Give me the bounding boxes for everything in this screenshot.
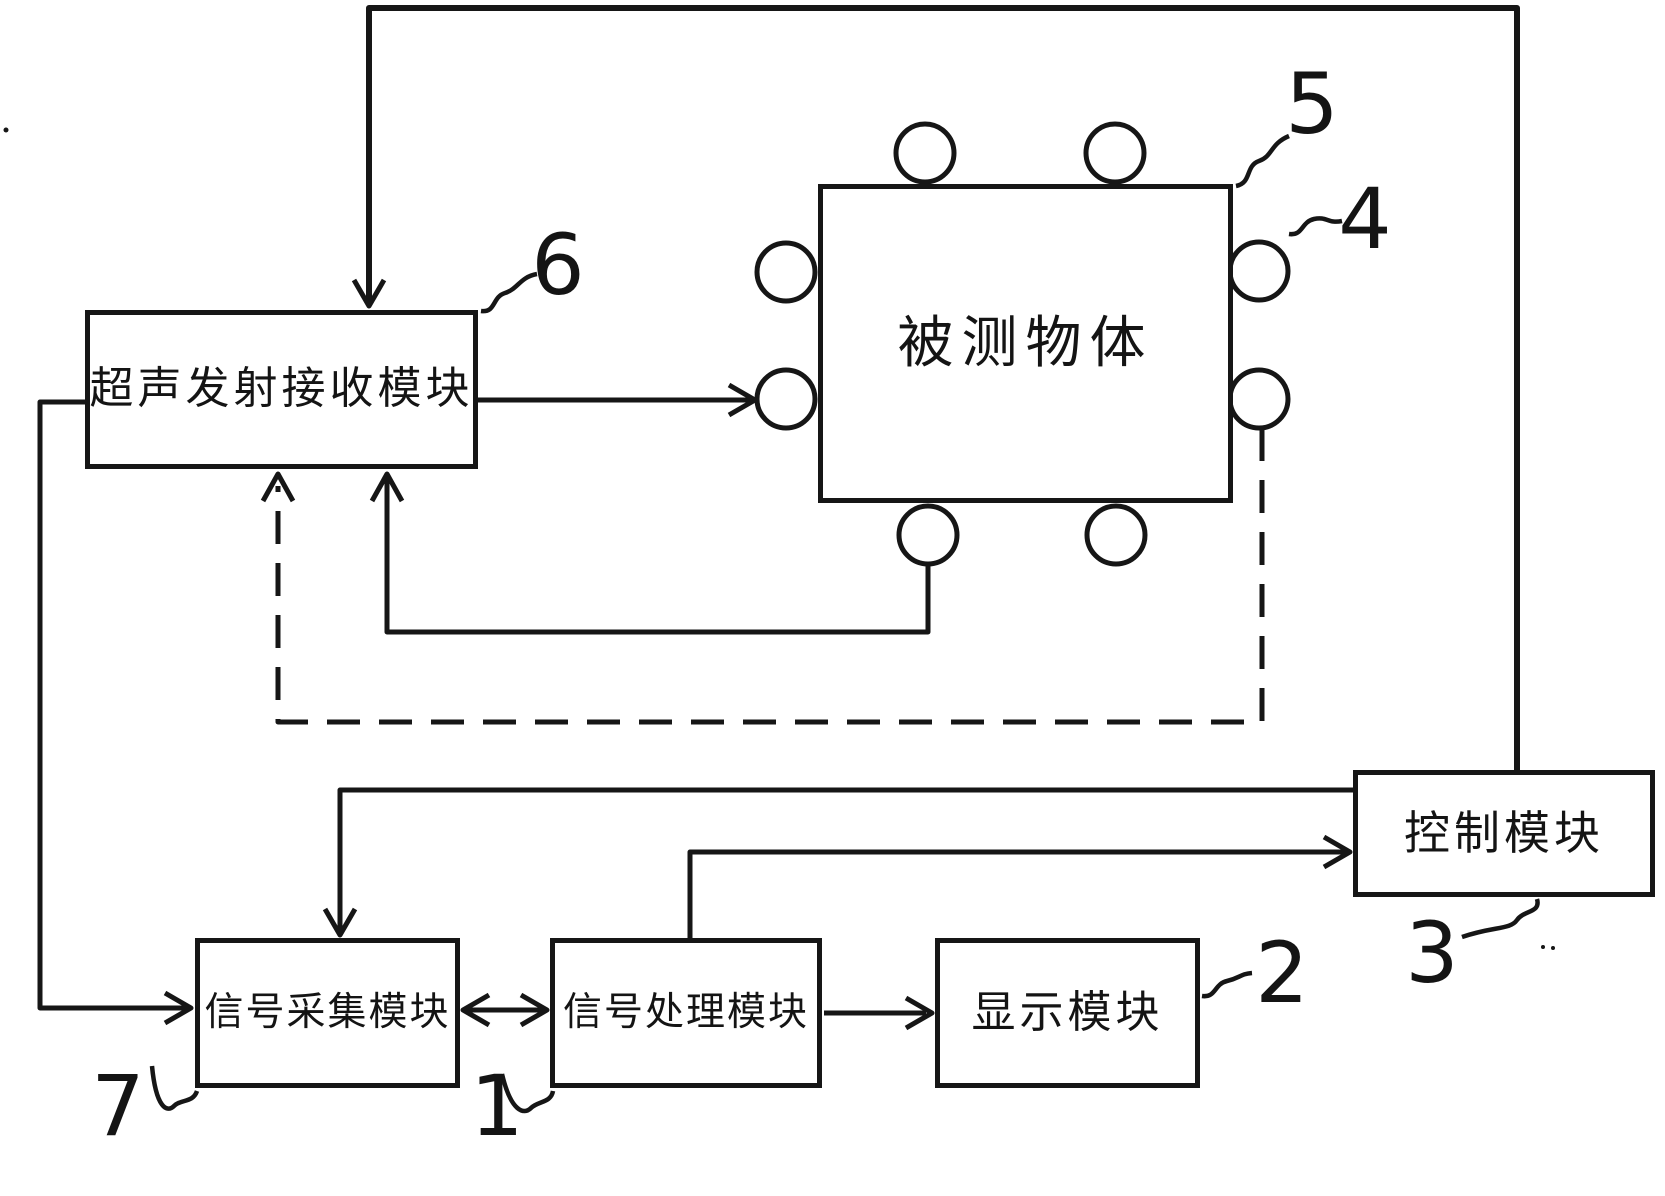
signal-acquisition-label: 信号采集模块 (204, 989, 451, 1035)
reference-leaders (149, 133, 1540, 1114)
ultrasonic-to-acquisition-line (37, 399, 194, 1026)
arrowhead-right-icon (163, 990, 194, 1026)
label-1-leader (499, 1073, 556, 1114)
label-2-leader (1201, 970, 1253, 999)
transducer-circle (1227, 239, 1291, 303)
ref-label-4: 4 (1338, 170, 1392, 268)
label-5-leader (1235, 133, 1290, 189)
control-module-box: 控制模块 (1353, 770, 1655, 897)
object-under-test-label: 被测物体 (897, 310, 1154, 376)
label-6-leader (480, 271, 538, 314)
ref-label-5: 5 (1285, 55, 1339, 153)
arrowhead-down-icon (351, 278, 387, 309)
processing-to-display-arrow (824, 995, 935, 1031)
transducer-circles (754, 121, 1291, 567)
display-module-label: 显示模块 (971, 986, 1164, 1038)
ultrasonic-to-object-arrow (478, 382, 758, 418)
signal-processing-label: 信号处理模块 (562, 989, 809, 1035)
processing-to-control-line (687, 834, 1353, 938)
object-under-test-box: 被测物体 (818, 184, 1233, 503)
arrowhead-right-icon (904, 995, 935, 1031)
label-4-leader (1288, 216, 1343, 237)
ultrasonic-module-label: 超声发射接收模块 (89, 363, 474, 415)
transducer-circle (1083, 121, 1147, 185)
control-module-label: 控制模块 (1404, 806, 1604, 861)
display-module-box: 显示模块 (935, 938, 1200, 1088)
arrowhead-up-icon (369, 471, 405, 503)
acquisition-processing-double-arrow (460, 992, 550, 1028)
signal-processing-module-box: 信号处理模块 (550, 938, 822, 1088)
arrowhead-down-icon (322, 907, 358, 938)
ref-label-2: 2 (1255, 924, 1309, 1022)
arrowhead-up-icon (260, 471, 296, 503)
label-3-leader (1461, 898, 1540, 940)
control-to-acquisition-line (322, 787, 1353, 938)
transducer-circle (1227, 367, 1291, 431)
transducer-circle (1084, 503, 1148, 567)
transducer-circle (754, 240, 818, 304)
ultrasonic-transmit-receive-module-box: 超声发射接收模块 (85, 310, 478, 469)
signal-acquisition-module-box: 信号采集模块 (195, 938, 460, 1088)
ref-label-3: 3 (1405, 904, 1459, 1002)
scan-specks (3, 127, 1555, 950)
transducer-circle (754, 367, 818, 431)
transducer-circle (896, 503, 960, 567)
dashed-transducer-return-line (260, 428, 1265, 725)
arrowhead-right-icon (1322, 834, 1353, 870)
label-7-leader (149, 1065, 200, 1111)
ref-label-7: 7 (91, 1057, 145, 1155)
ref-label-1: 1 (470, 1057, 524, 1155)
transducer-return-line (369, 471, 931, 635)
arrowhead-right-icon (519, 992, 550, 1028)
ref-label-6: 6 (531, 216, 585, 314)
arrowhead-left-icon (460, 992, 491, 1028)
control-to-ultrasonic-line (351, 5, 1520, 770)
transducer-circle (893, 121, 957, 185)
